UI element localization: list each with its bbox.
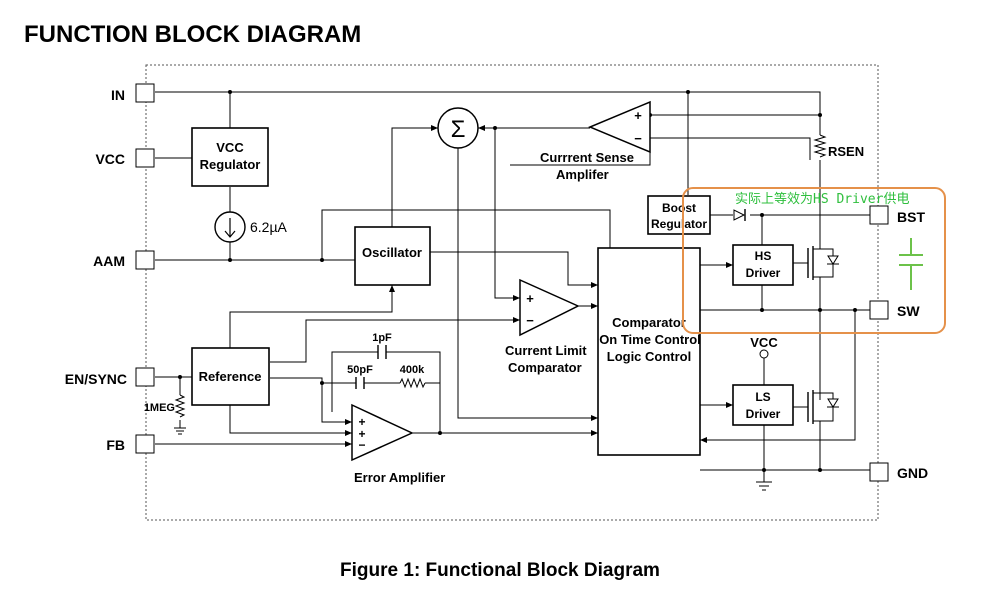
pin-aam-label: AAM xyxy=(93,253,125,269)
csa-plus: + xyxy=(634,108,642,123)
cap-50pf-label: 50pF xyxy=(347,364,373,376)
pin-sw: SW xyxy=(869,300,920,320)
chip-boundary xyxy=(145,64,879,521)
current-source-label: 6.2µA xyxy=(250,219,288,235)
ls-driver-label-2: Driver xyxy=(746,407,781,421)
ls-vcc-supply: VCC xyxy=(750,335,778,359)
logic-control-block: Comparator On Time Control Logic Control xyxy=(597,247,701,456)
csa-label-1: Currrent Sense xyxy=(540,150,634,165)
oscillator-label: Oscillator xyxy=(362,245,422,260)
hs-mosfet xyxy=(807,232,839,285)
annotation-text: 实际上等效为HS Driver供电 xyxy=(735,191,909,207)
clc-minus: − xyxy=(526,313,534,328)
ea-plus-2: + xyxy=(358,427,365,441)
pin-en-sync: EN/SYNC xyxy=(65,367,155,387)
arrowheads xyxy=(345,125,733,447)
capacitor-50pf: 50pF xyxy=(347,364,373,389)
error-amplifier: + + − Error Amplifier xyxy=(351,403,445,485)
pin-bst-label: BST xyxy=(897,209,925,225)
hs-driver-label-1: HS xyxy=(755,249,772,263)
summing-junction-symbol: Σ xyxy=(451,116,466,143)
ls-vcc-label: VCC xyxy=(750,335,778,350)
logic-label-3: Logic Control xyxy=(607,349,692,364)
capacitor-1pf: 1pF xyxy=(372,332,392,359)
hs-driver-block: HS Driver xyxy=(732,244,794,286)
resistor-400k: 400k xyxy=(399,364,426,389)
csa-minus: − xyxy=(634,131,642,146)
bootstrap-diode xyxy=(733,209,746,221)
pin-vcc: VCC xyxy=(95,148,155,168)
logic-label-2: On Time Control xyxy=(599,332,701,347)
ls-driver-block: LS Driver xyxy=(732,384,794,426)
clc-plus: + xyxy=(526,291,534,306)
vcc-regulator-block: VCC Regulator xyxy=(191,127,269,187)
vcc-regulator-label-2: Regulator xyxy=(200,157,261,172)
ls-driver-label-1: LS xyxy=(755,390,770,404)
resistor-1meg: 1MEG xyxy=(144,394,186,418)
annotation-capacitor-icon xyxy=(899,238,923,290)
rsen-resistor: RSEN xyxy=(813,134,864,159)
pin-gnd: GND xyxy=(869,462,928,482)
pin-bst: BST xyxy=(869,205,925,225)
pin-in: IN xyxy=(111,83,155,103)
oscillator-block: Oscillator xyxy=(354,226,431,286)
rsen-label: RSEN xyxy=(828,144,864,159)
res-1meg-label: 1MEG xyxy=(144,402,175,414)
pin-gnd-label: GND xyxy=(897,465,928,481)
pin-fb-label: FB xyxy=(106,437,125,453)
ea-minus: − xyxy=(358,438,365,452)
boost-regulator-block: Boost Regulator xyxy=(647,195,711,235)
reference-label: Reference xyxy=(199,369,262,384)
clc-label-1: Current Limit xyxy=(505,343,587,358)
pin-in-label: IN xyxy=(111,87,125,103)
boost-regulator-label-1: Boost xyxy=(662,201,696,215)
current-limit-comparator: + − Current Limit Comparator xyxy=(505,278,587,375)
clc-label-2: Comparator xyxy=(508,360,582,375)
hs-driver-label-2: Driver xyxy=(746,266,781,280)
pin-sw-label: SW xyxy=(897,303,920,319)
cap-1pf-label: 1pF xyxy=(372,332,392,344)
current-source: 6.2µA xyxy=(214,211,288,243)
pin-vcc-label: VCC xyxy=(95,151,125,167)
annotation-overlay: 实际上等效为HS Driver供电 xyxy=(682,187,946,334)
ls-mosfet xyxy=(807,385,839,425)
current-sense-amplifier: + − Currrent Sense Amplifer xyxy=(540,100,651,182)
reference-block: Reference xyxy=(191,347,270,406)
pin-aam: AAM xyxy=(93,250,155,270)
annotation-box xyxy=(682,187,946,334)
diagram-heading: FUNCTION BLOCK DIAGRAM xyxy=(24,21,361,48)
res-400k-label: 400k xyxy=(400,364,425,376)
boost-regulator-label-2: Regulator xyxy=(651,217,707,231)
pin-fb: FB xyxy=(106,434,155,454)
figure-caption: Figure 1: Functional Block Diagram xyxy=(340,560,660,581)
ea-plus-1: + xyxy=(358,415,365,429)
vcc-regulator-label-1: VCC xyxy=(216,140,244,155)
summing-junction: Σ xyxy=(437,107,479,149)
csa-label-2: Amplifer xyxy=(556,167,609,182)
pin-en-sync-label: EN/SYNC xyxy=(65,371,127,387)
logic-label-1: Comparator xyxy=(612,315,686,330)
error-amplifier-label: Error Amplifier xyxy=(354,470,445,485)
